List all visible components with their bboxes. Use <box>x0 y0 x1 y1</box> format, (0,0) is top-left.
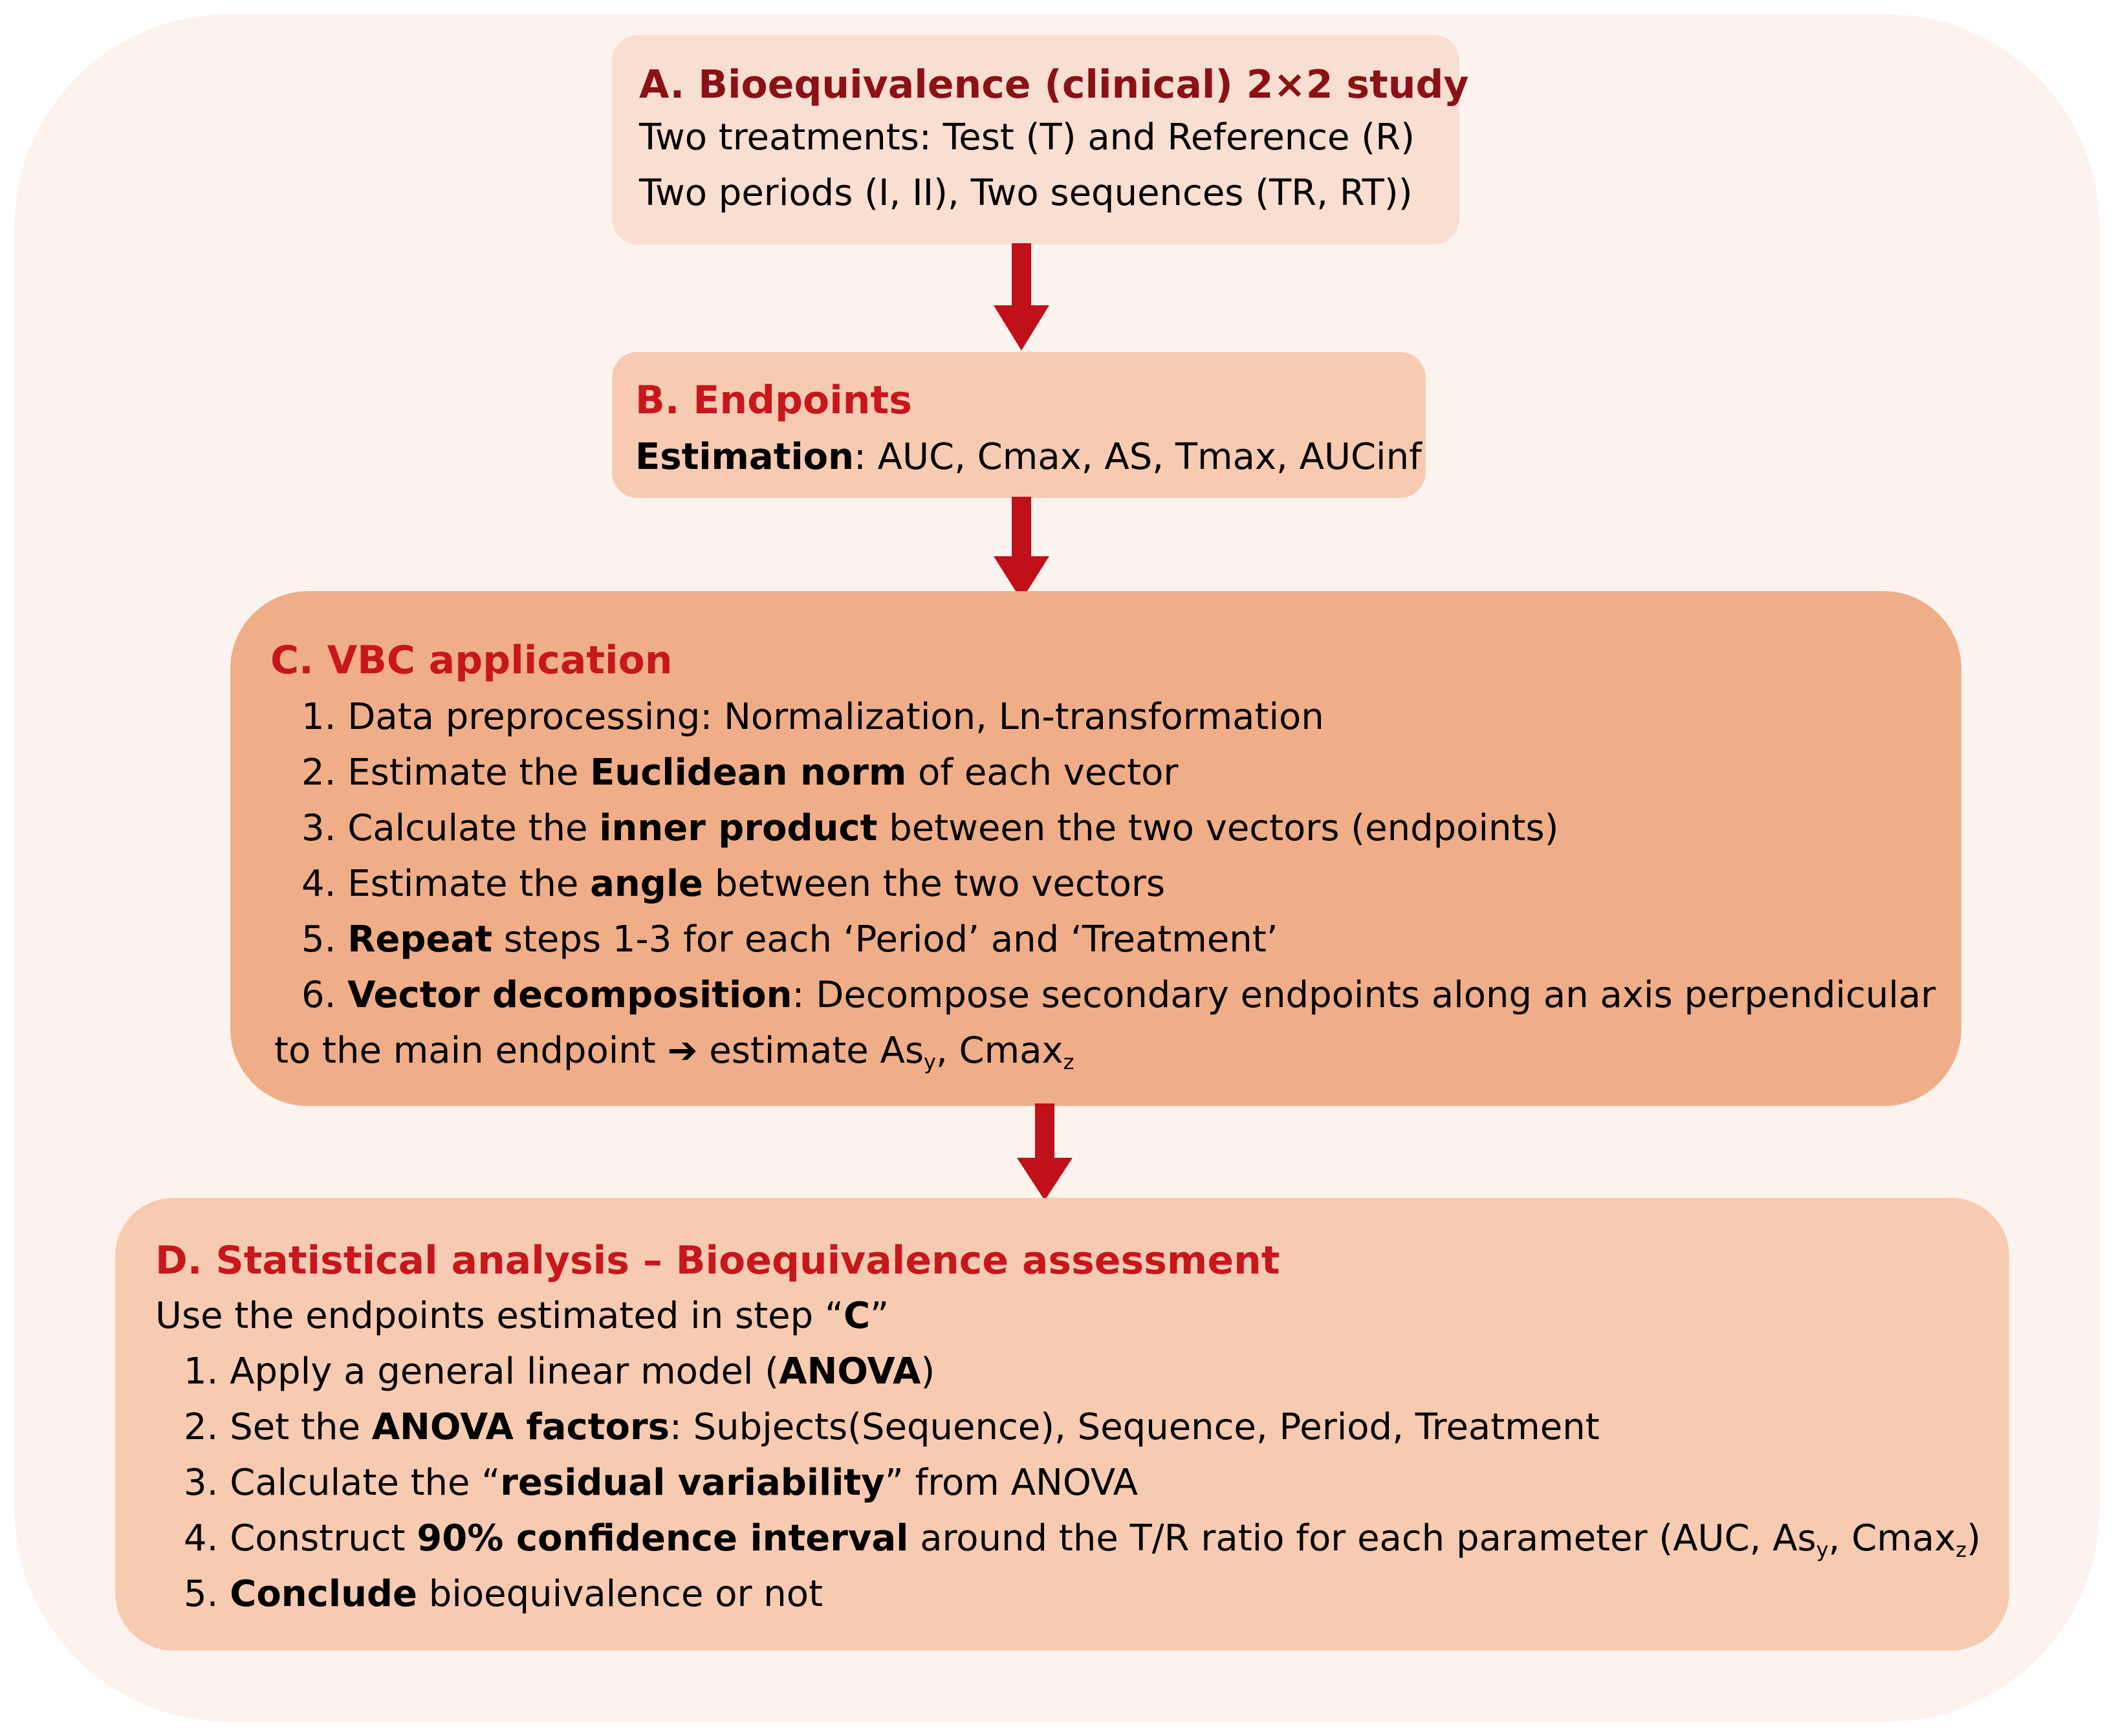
box-c-step-5: 5. Repeat steps 1-3 for each ‘Period’ an… <box>301 918 1278 960</box>
box-a-study-design: A. Bioequivalence (clinical) 2×2 study T… <box>612 35 1469 244</box>
box-b-title: B. Endpoints <box>635 378 912 423</box>
box-b-estimation-line: Estimation: AUC, Cmax, AS, Tmax, AUCinf <box>635 429 1426 485</box>
box-b-endpoints: B. Endpoints Estimation: AUC, Cmax, AS, … <box>612 352 1426 498</box>
box-d-step-5: 5. Conclude bioequivalence or not <box>184 1573 823 1615</box>
box-d-statistical-analysis: D. Statistical analysis – Bioequivalence… <box>115 1198 2009 1651</box>
box-a-line-periods: Two periods (I, II), Two sequences (TR, … <box>639 172 1413 214</box>
box-c-step-6: 6. Vector decomposition: Decompose secon… <box>301 974 1936 1016</box>
box-c-step-3: 3. Calculate the inner product between t… <box>301 807 1559 849</box>
estimation-label: Estimation <box>635 436 854 478</box>
arrow-b-to-c <box>994 497 1049 600</box>
box-c-step-6-continued: to the main endpoint ➔ estimate Asy, Cma… <box>274 1030 1074 1074</box>
box-a-title: A. Bioequivalence (clinical) 2×2 study <box>639 62 1469 107</box>
arrow-a-to-b <box>994 243 1049 351</box>
box-c-step-4: 4. Estimate the angle between the two ve… <box>301 863 1166 905</box>
box-c-vbc-application: C. VBC application 1. Data preprocessing… <box>230 591 1961 1106</box>
box-d-step-3: 3. Calculate the “residual variability” … <box>184 1462 1138 1504</box>
box-d-step-2: 2. Set the ANOVA factors: Subjects(Seque… <box>184 1406 1600 1448</box>
box-c-step-1: 1. Data preprocessing: Normalization, Ln… <box>301 696 1324 738</box>
estimation-list: : AUC, Cmax, AS, Tmax, AUCinf <box>854 436 1422 478</box>
right-arrow-icon: ➔ <box>667 1030 698 1072</box>
box-d-title: D. Statistical analysis – Bioequivalence… <box>155 1238 1280 1283</box>
box-d-step-1: 1. Apply a general linear model (ANOVA) <box>184 1351 935 1393</box>
box-c-step-2: 2. Estimate the Euclidean norm of each v… <box>301 752 1179 794</box>
box-d-intro: Use the endpoints estimated in step “C” <box>155 1295 889 1337</box>
box-a-line-treatments: Two treatments: Test (T) and Reference (… <box>639 116 1415 158</box>
box-c-title: C. VBC application <box>270 638 673 683</box>
arrow-c-to-d <box>1017 1103 1073 1200</box>
box-d-step-4: 4. Construct 90% confidence interval aro… <box>184 1517 1981 1562</box>
